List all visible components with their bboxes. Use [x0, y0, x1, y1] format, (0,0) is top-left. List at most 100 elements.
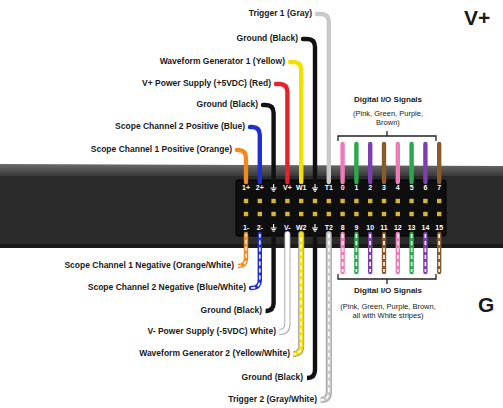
pin [437, 212, 441, 216]
wire-outline [293, 234, 301, 354]
wire-stripe [342, 234, 344, 272]
wire [368, 144, 372, 182]
pin [271, 199, 275, 203]
wire-label: Trigger 2 (Gray/White) [228, 395, 317, 405]
pin [409, 199, 413, 203]
wire-label: Trigger 1 (Gray) [249, 9, 312, 19]
pin-label: 8 [341, 224, 345, 232]
ground-symbol [271, 184, 277, 191]
wire [340, 144, 344, 182]
wire [279, 234, 287, 332]
wire [437, 234, 441, 272]
wire [307, 234, 315, 378]
pin [368, 199, 372, 203]
pin [396, 199, 400, 203]
wire [368, 234, 372, 272]
pin-label: W1 [296, 184, 307, 192]
wire-outline [279, 234, 287, 332]
pin [368, 212, 372, 216]
wire [276, 84, 287, 182]
pin-label: V- [284, 224, 291, 232]
wire [354, 234, 358, 272]
pin [382, 199, 386, 203]
pin-label: 4 [396, 184, 400, 192]
pin [299, 212, 303, 216]
pin-label: 13 [408, 224, 416, 232]
wire [250, 127, 260, 182]
brackets [338, 131, 436, 284]
pin-label: 2+ [256, 184, 264, 192]
wires [237, 14, 439, 400]
side-heading: V+ [464, 6, 490, 30]
pin [354, 212, 358, 216]
pin-label: 3 [382, 184, 386, 192]
wire-stripe [438, 234, 440, 272]
pin [313, 199, 317, 203]
wire-label: V- Power Supply (-5VDC) White) [148, 327, 276, 337]
wire [266, 234, 274, 311]
pin-label: 2- [257, 224, 263, 232]
wire-stripe [397, 234, 399, 272]
pin-label: T1 [325, 184, 333, 192]
pin-label: W2 [296, 224, 307, 232]
pin [285, 199, 289, 203]
pin [327, 212, 331, 216]
wire [251, 234, 260, 288]
wire-label: Scope Channel 2 Negative (Blue/White) [88, 283, 246, 293]
wire-stripe [238, 234, 246, 266]
pin [271, 212, 275, 216]
wire [423, 234, 427, 272]
pin-label: 11 [380, 224, 387, 232]
ground-symbol [271, 224, 277, 231]
pin [396, 212, 400, 216]
pin [437, 199, 441, 203]
wire [340, 234, 344, 272]
pin [258, 199, 262, 203]
group-title: Digital I/O Signals [354, 95, 422, 104]
wire [382, 234, 386, 272]
wire [423, 144, 427, 182]
wire-label: Scope Channel 1 Positive (Orange) [91, 145, 232, 155]
wire [293, 234, 301, 354]
wire-stripe [356, 234, 358, 272]
wire-label: Ground (Black) [197, 100, 258, 110]
wire-stripe [321, 234, 329, 400]
wire [382, 144, 386, 182]
group-note: (Pink, Green, Purple, Brown, all with Wh… [339, 303, 437, 320]
bracket [338, 131, 436, 141]
wire [321, 234, 329, 400]
pin-label: 1+ [242, 184, 250, 192]
wire [263, 105, 274, 182]
side-heading: G [478, 293, 494, 317]
wire-label: Ground (Black) [242, 373, 303, 383]
wire-label: V+ Power Supply (+5VDC) (Red) [142, 79, 271, 89]
pin-label: 2 [368, 184, 372, 192]
pin-label: 12 [394, 224, 402, 232]
wire-stripe [293, 234, 301, 354]
wire-label: Waveform Generator 1 (Yellow) [160, 57, 285, 67]
pin-header [236, 180, 446, 236]
wire-stripe [383, 234, 385, 272]
pin-label: 5 [410, 184, 414, 192]
wire [354, 144, 358, 182]
wire-stripe [411, 234, 413, 272]
pin [285, 212, 289, 216]
wire-stripe [251, 234, 260, 288]
ground-symbols [271, 184, 318, 231]
wire-label: Scope Channel 2 Positive (Blue) [115, 122, 245, 132]
pin-label: 1 [354, 184, 358, 192]
group-note: (Pink, Green, Purple, Brown) [346, 110, 430, 127]
pin-holes [244, 199, 442, 216]
pin [313, 212, 317, 216]
pin [258, 212, 262, 216]
pin-label: 1- [243, 224, 249, 232]
pin-label: 10 [366, 224, 374, 232]
pin [327, 199, 331, 203]
wire [290, 62, 301, 182]
pin [299, 199, 303, 203]
pin [244, 199, 248, 203]
wire [396, 234, 400, 272]
pin-label: 15 [435, 224, 443, 232]
group-title: Digital I/O Signals [354, 286, 422, 295]
pin [340, 212, 344, 216]
